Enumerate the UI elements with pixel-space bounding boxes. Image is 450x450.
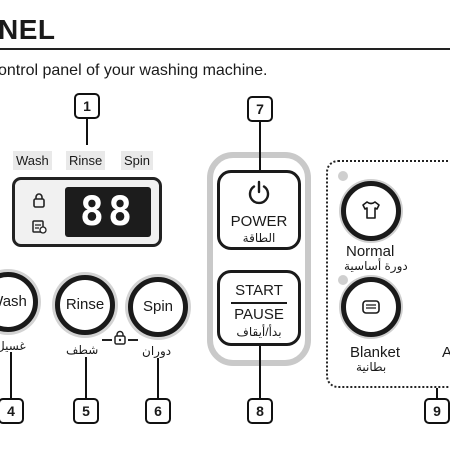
- callout-6: 6: [145, 398, 171, 424]
- blanket-course-label: Blanket: [350, 344, 401, 361]
- spin-button-label: Spin: [142, 298, 174, 315]
- blanket-icon: [360, 296, 382, 323]
- next-course-label-fragment: A: [442, 344, 450, 361]
- power-button[interactable]: POWER الطاقة: [217, 170, 301, 250]
- normal-course-arabic-label: دورة أساسية: [344, 259, 408, 273]
- start-pause-divider: [231, 302, 287, 304]
- start-pause-button[interactable]: START PAUSE بدأ/أيقاف: [217, 270, 301, 346]
- normal-indicator-dot: [338, 171, 348, 181]
- rinse-button-label: Rinse: [65, 296, 105, 313]
- child-lock-link-icon: [112, 330, 128, 351]
- lock-icon: [31, 192, 47, 213]
- callout-4-line: [10, 352, 12, 400]
- shirt-icon: [360, 199, 382, 226]
- intro-text: ontrol panel of your washing machine.: [0, 62, 268, 79]
- power-icon: [220, 180, 298, 211]
- wash-button[interactable]: Wash: [0, 272, 38, 332]
- pause-label: PAUSE: [234, 306, 284, 323]
- title-rule: [0, 48, 450, 50]
- blanket-indicator-dot: [338, 275, 348, 285]
- indicator-rinse: Rinse: [66, 151, 106, 170]
- callout-1-line: [86, 119, 88, 145]
- course-panel: [326, 160, 450, 388]
- callout-7: 7: [247, 96, 273, 122]
- normal-course-label: Normal: [346, 243, 395, 260]
- callout-9: 9: [424, 398, 450, 424]
- wash-button-label: Wash: [0, 293, 27, 310]
- spin-arabic-label: دوران: [142, 344, 172, 358]
- callout-9-line: [436, 388, 438, 400]
- section-title: NEL: [0, 14, 56, 45]
- child-lock-icon: [31, 218, 47, 239]
- start-pause-arabic-label: بدأ/أيقاف: [236, 325, 282, 339]
- power-arabic-label: الطاقة: [242, 231, 276, 245]
- blanket-course-arabic-label: بطانية: [356, 360, 387, 374]
- display-panel: 88: [12, 177, 162, 247]
- spin-button[interactable]: Spin: [128, 277, 188, 337]
- start-label: START: [235, 282, 283, 299]
- callout-8-line: [259, 346, 261, 400]
- callout-7-line: [259, 122, 261, 170]
- callout-5: 5: [73, 398, 99, 424]
- callout-8: 8: [247, 398, 273, 424]
- rinse-button[interactable]: Rinse: [55, 275, 115, 335]
- callout-5-line: [85, 357, 87, 400]
- callout-4: 4: [0, 398, 24, 424]
- digit-display: 88: [65, 187, 151, 237]
- callout-1: 1: [74, 93, 100, 119]
- power-label: POWER: [230, 213, 288, 230]
- callout-6-line: [157, 358, 159, 400]
- rinse-arabic-label: شطف: [66, 343, 99, 357]
- wash-arabic-label: غسيل: [0, 339, 26, 353]
- blanket-course-button[interactable]: [341, 277, 401, 337]
- indicator-spin: Spin: [121, 151, 154, 170]
- normal-course-button[interactable]: [341, 181, 401, 241]
- indicator-wash: Wash: [13, 151, 52, 170]
